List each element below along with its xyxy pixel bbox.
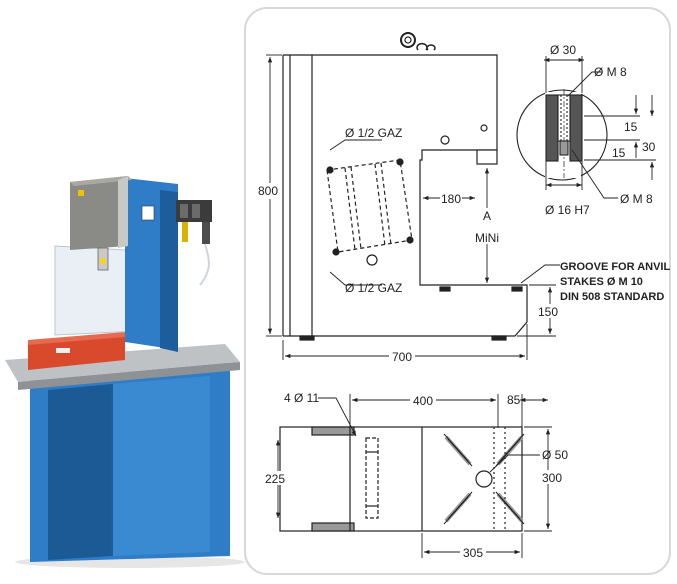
side-view-labels: 800 700 180 A MiNi 150 Ø 1/2 GAZ Ø 1/2 G… — [257, 126, 670, 364]
port-label-top: Ø 1/2 GAZ — [345, 126, 402, 140]
press-head — [70, 176, 128, 250]
center-hole — [475, 470, 493, 488]
anvil-label — [56, 348, 70, 353]
head-hole — [440, 135, 450, 145]
dim-inner-width: 225 — [265, 472, 285, 486]
ram-wall-right — [569, 94, 583, 162]
top-view — [279, 426, 525, 532]
detail-circle — [516, 89, 608, 181]
ram-dim-30: 30 — [642, 140, 656, 154]
dim-table-depth: 305 — [463, 546, 483, 560]
holes-label: 4 Ø 11 — [284, 391, 319, 405]
ram-wall-left — [545, 94, 559, 162]
groove-note-2: STAKES Ø M 10 — [560, 276, 643, 288]
anvil-table-top — [28, 332, 125, 345]
stroke-label-mini: MiNi — [475, 231, 499, 245]
dim-table-width: 300 — [542, 471, 562, 485]
head-face — [118, 176, 128, 248]
press-head-top — [70, 176, 132, 186]
ram-detail — [516, 89, 608, 181]
tray — [5, 344, 240, 382]
head-warning-label — [78, 190, 84, 196]
center-hole-label: Ø 50 — [542, 448, 568, 462]
ram-dia-outer: Ø 30 — [550, 43, 576, 57]
frame-column-side — [160, 190, 178, 352]
port-label-bottom: Ø 1/2 GAZ — [345, 281, 402, 295]
machine-photo — [5, 176, 245, 568]
valve-block — [176, 200, 212, 286]
stand-right-panel — [112, 376, 210, 556]
stand-opening — [48, 384, 112, 560]
ram-thread-top: Ø M 8 — [594, 65, 627, 79]
ram-thread-bottom: Ø M 8 — [620, 192, 653, 206]
ram-tip — [100, 258, 106, 264]
dim-throat: 180 — [441, 192, 461, 206]
side-view — [282, 32, 528, 341]
dim-hole-spacing: 400 — [413, 394, 433, 408]
top-view-labels: 4 Ø 11 400 85 225 Ø 50 300 305 — [263, 391, 568, 560]
ram-dim-15a: 15 — [624, 120, 638, 134]
tray-lip — [18, 362, 240, 390]
dim-edge-offset: 85 — [507, 393, 521, 407]
dim-height: 800 — [258, 184, 278, 198]
stroke-label-a: A — [483, 209, 491, 223]
groove-note-3: DIN 508 STANDARD — [560, 291, 664, 303]
anvil-table — [28, 336, 125, 370]
name-plate — [141, 205, 155, 221]
lifting-eye-icon — [400, 32, 416, 48]
ram-dia-bore: Ø 16 H7 — [545, 203, 590, 217]
dim-base-height: 150 — [538, 305, 558, 319]
dim-depth: 700 — [392, 350, 412, 364]
ram-detail-labels: Ø 30 Ø M 8 15 15 30 Ø 16 H7 Ø M 8 — [545, 43, 656, 217]
frame-outline — [283, 54, 528, 337]
groove-note-1: GROOVE FOR ANVIL — [560, 261, 670, 273]
ram-dim-15b: 15 — [612, 146, 626, 160]
ram-detail-dims — [544, 56, 656, 199]
